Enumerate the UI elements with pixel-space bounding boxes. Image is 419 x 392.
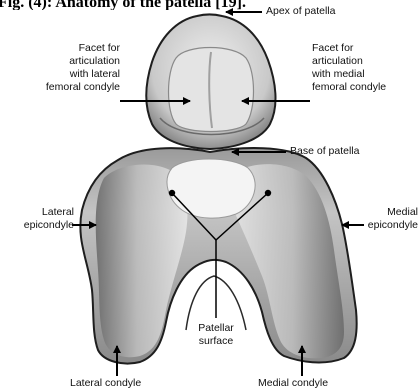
patellar-groove-highlight bbox=[167, 159, 255, 218]
pointer-dot-right bbox=[265, 190, 271, 196]
label-facet-lateral: Facet for articulation with lateral femo… bbox=[20, 42, 120, 94]
label-medial-epicondyle: Medial epicondyle bbox=[346, 206, 418, 232]
label-patellar-surface: Patellar surface bbox=[186, 322, 246, 348]
label-facet-medial: Facet for articulation with medial femor… bbox=[312, 42, 416, 94]
label-apex-of-patella: Apex of patella bbox=[266, 5, 335, 18]
pointer-dot-left bbox=[169, 190, 175, 196]
label-lateral-epicondyle: Lateral epicondyle bbox=[4, 206, 74, 232]
patella bbox=[146, 15, 275, 150]
label-medial-condyle: Medial condyle bbox=[258, 377, 328, 390]
label-base-of-patella: Base of patella bbox=[290, 145, 359, 158]
label-lateral-condyle: Lateral condyle bbox=[70, 377, 141, 390]
